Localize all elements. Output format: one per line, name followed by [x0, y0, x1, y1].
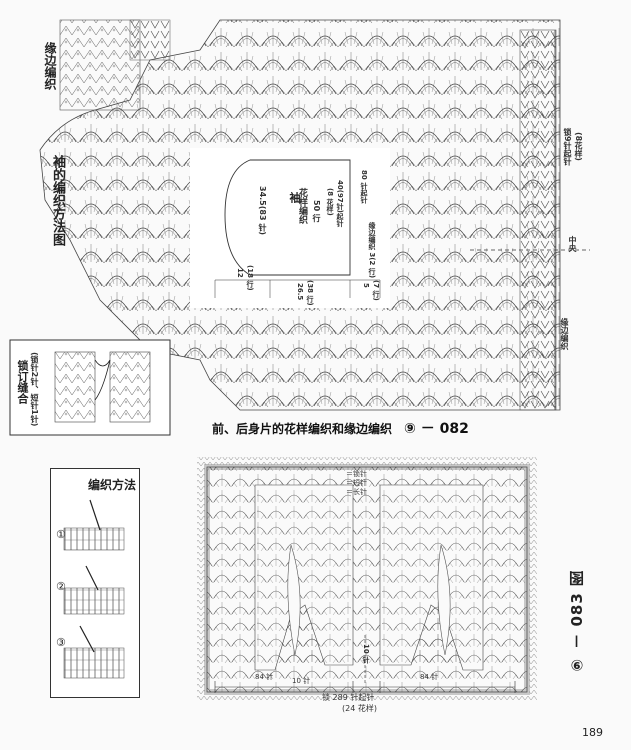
seam-box-title: 锁订缝合: [16, 360, 29, 404]
method-step-3: ③: [56, 636, 66, 649]
sleeve-dim-26-5: 26.5: [296, 283, 304, 301]
method-step-1: ①: [56, 528, 66, 541]
sleeve-rows: 50 行: [312, 200, 321, 222]
right-note-2: (8花样): [574, 132, 583, 161]
repeats-label: (24 花样): [342, 704, 377, 713]
edging-label-bottom: 缘边编织: [560, 318, 569, 350]
sleeve-title: 袖: [288, 192, 301, 203]
method-illustrations: [50, 468, 140, 698]
diagram-caption: 前、后身片的花样编织和缘边编织: [212, 422, 393, 436]
sleeve-dim-5: 5: [362, 283, 370, 288]
right-count: 84 针: [420, 673, 439, 681]
sleeve-width-stitches: 34.5(83 针): [258, 186, 267, 235]
diagram-number-083: ⑨ － 083 图: [568, 570, 586, 674]
legend-3: ＝长针: [346, 488, 367, 496]
stitches-label: 锁 289 针起针: [322, 693, 375, 702]
legend-1: ＝锁针: [346, 470, 367, 478]
sleeve-dim-5-rows: (7 行): [372, 280, 380, 301]
center-label: 中央: [568, 236, 577, 252]
method-step-2: ②: [56, 580, 66, 593]
legend-2: ＝短针: [346, 479, 367, 487]
sleeve-dim-12-rows: (18 行): [246, 265, 254, 291]
sleeve-dim-26-5-rows: (38 行): [306, 280, 314, 306]
method-title: 编织方法: [88, 478, 137, 492]
sleeve-chain-80: 80 针起针: [360, 170, 368, 204]
right-note-1: 锁9针起针: [563, 128, 572, 166]
sleeve-dim-12: 12: [236, 268, 244, 278]
left-count: 84 针: [255, 673, 274, 681]
side-stitches: 10 针: [362, 644, 370, 664]
page-number: 189: [582, 726, 603, 739]
sleeve-start-chain: 40(97针)起针: [336, 180, 344, 227]
body-pattern-chart: [197, 457, 537, 702]
sleeve-pattern: 花样编织: [297, 188, 307, 224]
sleeve-chart-title: 袖的编织方法图: [50, 155, 65, 246]
seam-box-note: (锁针2针、短针1针): [30, 352, 39, 427]
sleeve-chain-note: (8 花样): [326, 188, 334, 216]
diagram-number: ⑨ － 082: [404, 421, 469, 437]
sleeve-edging: 缘边编织 3(2 行): [368, 222, 376, 279]
mid-count: 10 针: [292, 677, 311, 685]
front-back-pattern-chart: [9, 19, 590, 436]
edging-label: 缘边编织: [43, 42, 57, 90]
